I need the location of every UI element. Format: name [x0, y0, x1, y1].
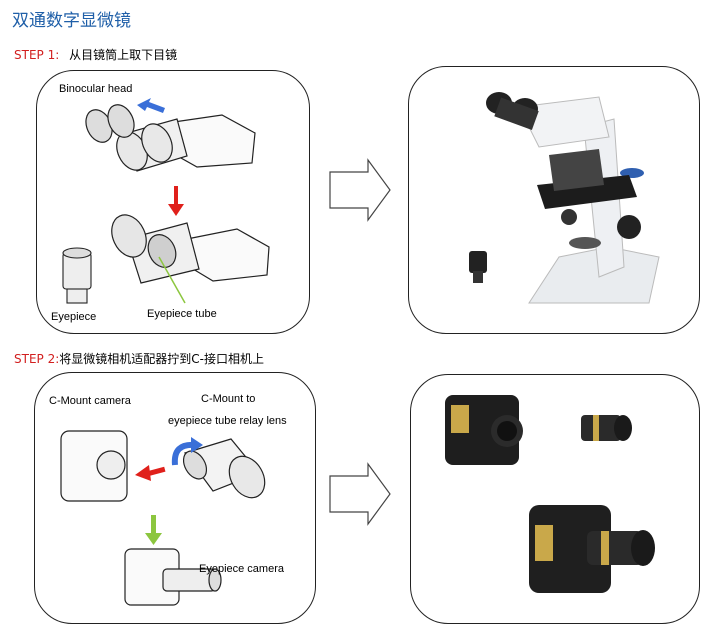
- blue-arrow-icon: [137, 98, 165, 113]
- step-1-photo-panel: [408, 66, 700, 334]
- step-2-prefix: STEP 2:: [14, 352, 60, 366]
- eyepiece-label: Eyepiece: [51, 311, 97, 323]
- camera-adapter-illustration: [60, 430, 266, 606]
- binocular-head-label: Binocular head: [59, 83, 133, 95]
- step-2-heading: STEP 2:将显微镜相机适配器拧到C-接口相机上: [14, 350, 264, 367]
- red-down-arrow-icon: [168, 186, 184, 216]
- step-1-diagram-panel: Binocular head Eyepiece Eyepiece tube: [36, 70, 310, 334]
- step-2-photo-panel: [410, 374, 700, 624]
- eyepiece-removal-illustration: [62, 98, 270, 304]
- red-left-arrow-icon: [135, 465, 166, 481]
- step-1-prefix: STEP 1:: [14, 48, 60, 62]
- microscope-photo: [469, 92, 660, 304]
- step-1-heading: STEP 1: 从目镜筒上取下目镜: [14, 46, 177, 63]
- eyepiece-tube-label: Eyepiece tube: [147, 308, 217, 320]
- step-2-next-arrow-icon: [329, 462, 391, 526]
- step-2-text: 将显微镜相机适配器拧到C-接口相机上: [59, 352, 264, 366]
- step-1-text: 从目镜筒上取下目镜: [69, 48, 178, 62]
- cmount-to-label: C-Mount to: [201, 393, 256, 405]
- eyepiece-camera-label: Eyepiece camera: [199, 563, 284, 575]
- step-2-diagram-panel: C-Mount camera C-Mount to eyepiece tube …: [34, 372, 316, 624]
- relay-lens-label: eyepiece tube relay lens: [168, 415, 287, 427]
- cmount-camera-label: C-Mount camera: [49, 395, 131, 407]
- green-down-arrow-icon: [145, 515, 162, 545]
- page-title: 双通数字显微镜: [12, 11, 131, 31]
- camera-adapter-photo: [445, 395, 655, 593]
